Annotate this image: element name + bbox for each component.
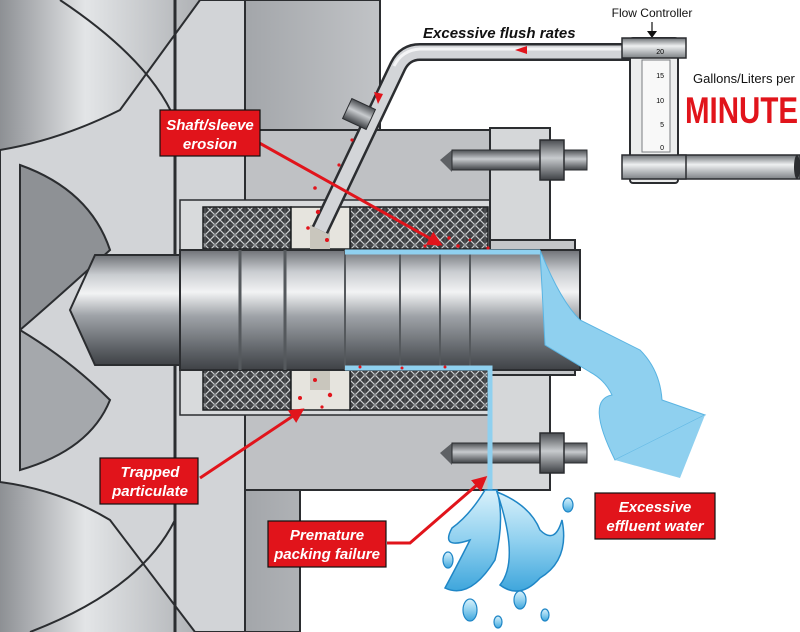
scale-tick: 10: [656, 98, 664, 105]
callout-premature-line1: Premature: [290, 527, 364, 544]
callout-trapped-line1: Trapped: [121, 464, 181, 481]
callout-trapped-particulate: Trapped particulate: [99, 408, 305, 505]
flush-line: [311, 43, 640, 234]
units-label: Gallons/Liters per MINUTE: [685, 71, 798, 131]
callout-effluent-water: Excessive effluent water: [594, 492, 716, 540]
flow-controller: Flow Controller 20 15 10 5 0: [612, 6, 693, 184]
gland-stud-bottom: [440, 432, 588, 474]
scale-tick: 15: [656, 73, 664, 80]
effluent-water: [345, 249, 707, 490]
gland-stud-top: [440, 139, 588, 181]
flush-rate-label: Excessive flush rates: [423, 25, 576, 42]
callout-effluent-line1: Excessive: [619, 499, 692, 516]
units-line-1: Gallons/Liters per: [693, 71, 796, 86]
arrow-down-icon: [647, 31, 657, 38]
scale-tick: 20: [656, 49, 664, 56]
callout-shaft-erosion: Shaft/sleeve erosion: [159, 109, 443, 246]
scale-tick: 0: [660, 145, 664, 152]
callout-premature-packing: Premature packing failure: [267, 476, 488, 568]
return-pipe: [679, 154, 800, 180]
callout-shaft-line1: Shaft/sleeve: [166, 117, 254, 134]
callout-effluent-line2: effluent water: [606, 518, 704, 535]
pump-shaft: [68, 249, 581, 371]
scale-tick: 5: [660, 122, 664, 129]
leak-spray: [442, 489, 574, 629]
packing-rings-bottom: [202, 369, 489, 411]
flow-controller-scale: 20 15 10 5 0: [656, 49, 664, 152]
flow-controller-title: Flow Controller: [612, 6, 693, 20]
units-line-2: MINUTE: [685, 90, 798, 131]
callout-premature-line2: packing failure: [273, 546, 380, 563]
callout-shaft-line2: erosion: [183, 136, 237, 153]
packing-rings-top: [202, 206, 489, 250]
callout-trapped-line2: particulate: [111, 483, 188, 500]
